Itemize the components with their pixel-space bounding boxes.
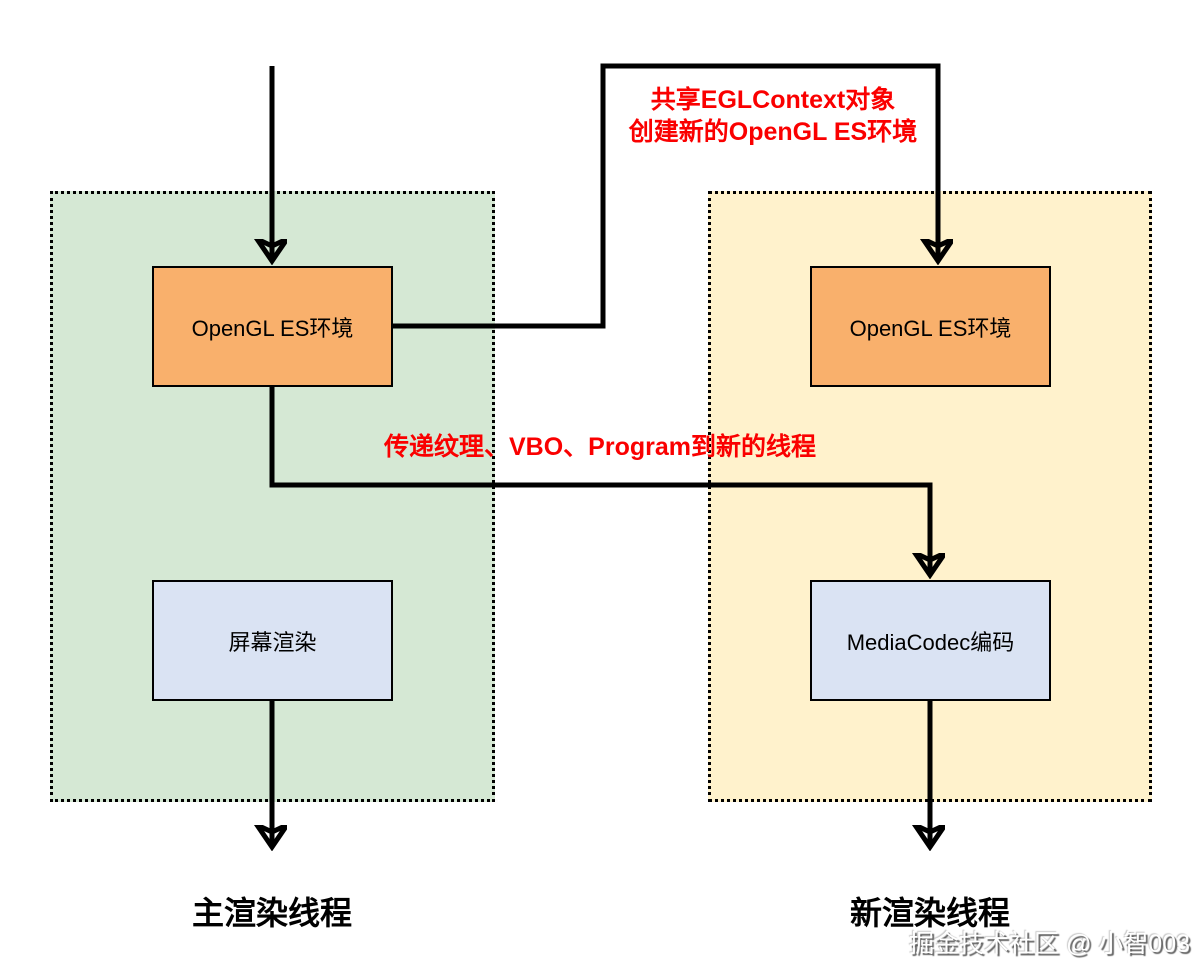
node-main-opengl-es: OpenGL ES环境 [152,266,393,387]
annotation-share-eglcontext-line1: 共享EGLContext对象 [650,86,896,114]
node-new-opengl-es-label: OpenGL ES环境 [849,315,1012,341]
watermark-text: 掘金技术社区 @ 小智003 [909,930,1190,958]
annotation-share-eglcontext-line2: 创建新的OpenGL ES环境 [628,118,918,146]
label-new-render-thread: 新渲染线程 [849,895,1010,931]
node-main-opengl-es-label: OpenGL ES环境 [191,315,354,341]
annotation-share-eglcontext: 共享EGLContext对象 创建新的OpenGL ES环境 [608,84,938,148]
node-screen-render-label: 屏幕渲染 [228,629,317,655]
node-screen-render: 屏幕渲染 [152,580,393,701]
annotation-pass-resources: 传递纹理、VBO、Program到新的线程 [384,433,816,461]
node-new-opengl-es: OpenGL ES环境 [810,266,1051,387]
label-main-render-thread: 主渲染线程 [191,895,352,931]
node-mediacodec-encode-label: MediaCodec编码 [846,629,1015,655]
node-mediacodec-encode: MediaCodec编码 [810,580,1051,701]
